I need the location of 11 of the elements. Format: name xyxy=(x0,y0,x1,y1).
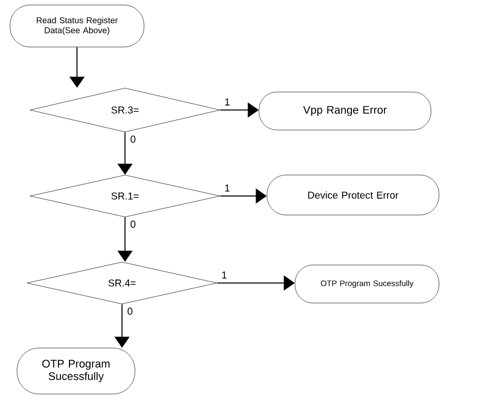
terminal-box: OTP Program Sucessfully xyxy=(16,348,136,394)
terminal-box: Device Protect Error xyxy=(266,174,440,216)
terminal-box: Read Status Register Data(See Above) xyxy=(10,4,144,48)
terminal-box: OTP Program Sucessfully xyxy=(294,264,440,304)
edge-label: 0 xyxy=(126,306,134,316)
edge-label: 0 xyxy=(129,134,137,144)
terminal-box: Vpp Range Error xyxy=(258,92,432,130)
edge-label: 0 xyxy=(129,220,137,229)
edge-label: 1 xyxy=(223,184,231,192)
edge-label: 1 xyxy=(223,98,231,106)
edge-label: 1 xyxy=(220,270,228,280)
